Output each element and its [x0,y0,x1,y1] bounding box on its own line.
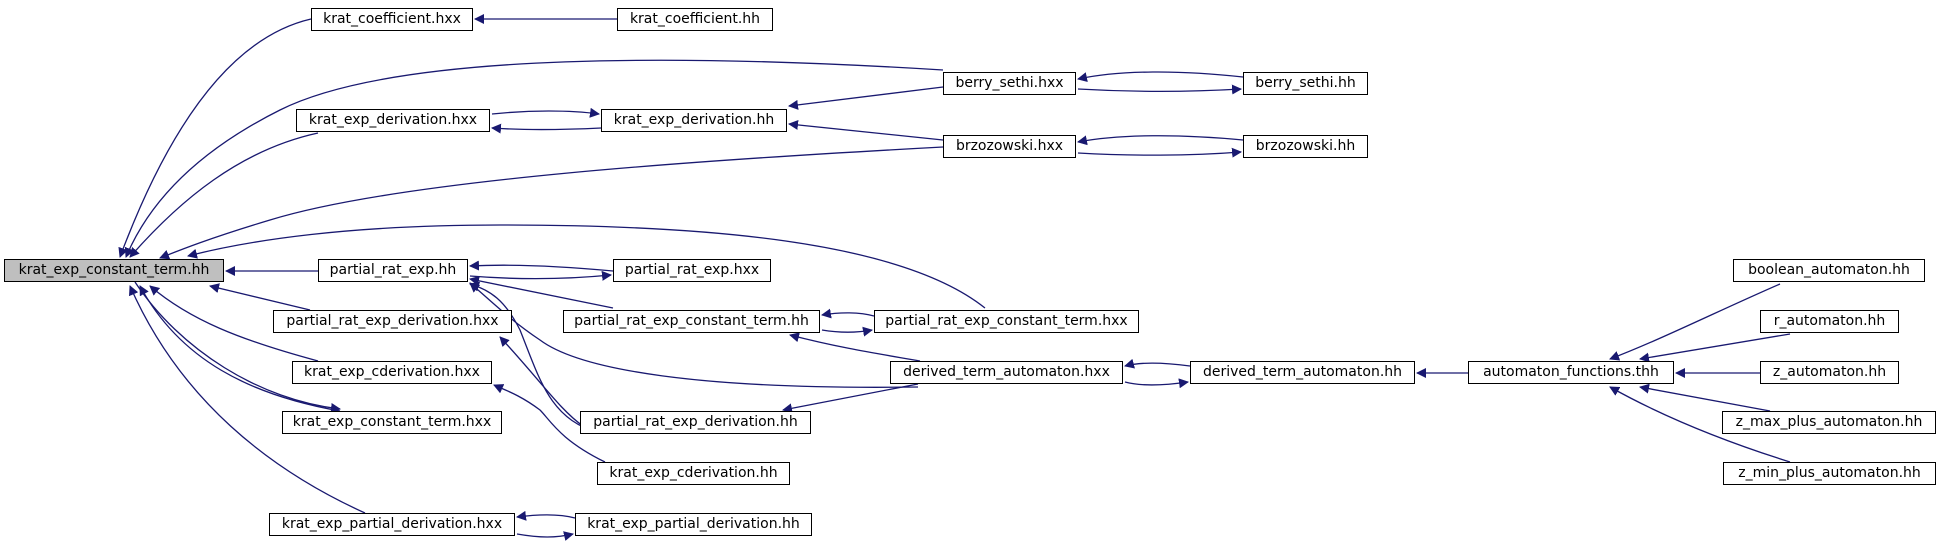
node-partial-rat-exp-constant-term-hh[interactable]: partial_rat_exp_constant_term.hh [563,310,820,333]
edge-bs-hxx-to-bs-hh [1077,84,1242,95]
node-r-automaton-hh[interactable]: r_automaton.hh [1760,310,1899,333]
edge-dta-hh-to-dta-hxx [1124,358,1191,369]
edge-prect-hh-to-prect-hxx [821,326,873,337]
edge-brz-hxx-to-brz-hh [1077,147,1242,158]
edge-ked-hh-to-ked-hxx [491,123,602,134]
edge-bs-hxx-to-root [124,59,944,258]
node-berry-sethi-hh[interactable]: berry_sethi.hh [1243,72,1368,95]
edge-kepd-hh-to-kepd-hxx [516,510,576,521]
edge-prect-hxx-to-prect-hh [821,308,875,319]
edge-zmin-to-af-thh [1609,386,1791,463]
edge-kecd-hxx-to-root [149,285,319,362]
node-brzozowski-hxx[interactable]: brzozowski.hxx [943,135,1076,158]
edge-brz-hh-to-brz-hxx [1077,135,1244,146]
node-z-automaton-hh[interactable]: z_automaton.hh [1760,361,1899,384]
node-brzozowski-hh[interactable]: brzozowski.hh [1243,135,1368,158]
node-partial-rat-exp-derivation-hh[interactable]: partial_rat_exp_derivation.hh [580,411,811,434]
node-partial-rat-exp-hh[interactable]: partial_rat_exp.hh [318,259,468,282]
node-krat-exp-constant-term-hxx[interactable]: krat_exp_constant_term.hxx [282,411,502,434]
edge-prect-hxx-to-root [187,224,986,309]
edge-dta-hxx-to-prect-hh [789,332,921,362]
edge-dta-hxx-to-dta-hh [1124,378,1189,389]
edge-brz-hxx-to-root [159,146,944,260]
node-krat-exp-cderivation-hxx[interactable]: krat_exp_cderivation.hxx [292,361,492,384]
node-krat-exp-partial-derivation-hh[interactable]: krat_exp_partial_derivation.hh [575,513,812,536]
node-partial-rat-exp-constant-term-hxx[interactable]: partial_rat_exp_constant_term.hxx [874,310,1139,333]
edge-pred-hxx-to-root [209,283,311,311]
edge-brz-hxx-to-ked-hh [788,119,944,141]
dependency-edges [118,14,1791,541]
edge-r-to-af-thh [1639,333,1791,363]
edge-pre-hxx-to-pre-hh [469,260,614,272]
node-partial-rat-exp-hxx[interactable]: partial_rat_exp.hxx [613,259,771,282]
node-krat-coefficient-hh[interactable]: krat_coefficient.hh [617,8,773,31]
edge-pre-hh-to-pre-hxx [469,270,612,281]
node-boolean-automaton-hh[interactable]: boolean_automaton.hh [1733,259,1925,282]
node-automaton-functions-thh[interactable]: automaton_functions.thh [1468,361,1674,384]
node-krat-exp-constant-term-hh: krat_exp_constant_term.hh [4,259,224,282]
edge-dta-hxx-to-pre-hh [469,282,919,388]
edge-bool-to-af-thh [1609,283,1781,361]
edge-kect-hxx-to-root [139,285,341,412]
edge-kepd-hxx-to-kepd-hh [516,531,574,541]
edge-pred-hh-to-pred-hxx [499,336,584,427]
node-krat-exp-partial-derivation-hxx[interactable]: krat_exp_partial_derivation.hxx [269,513,515,536]
node-krat-coefficient-hxx[interactable]: krat_coefficient.hxx [311,8,473,31]
edge-ked-hxx-to-root [129,132,319,258]
edge-ked-hxx-to-ked-hh [491,107,600,118]
edge-root-to-kect-hxx [134,281,341,413]
node-z-max-plus-automaton-hh[interactable]: z_max_plus_automaton.hh [1722,411,1936,434]
edge-kecd-hh-to-kecd-hxx [493,384,606,463]
node-krat-exp-derivation-hxx[interactable]: krat_exp_derivation.hxx [296,109,490,132]
node-derived-term-automaton-hxx[interactable]: derived_term_automaton.hxx [890,361,1123,384]
node-krat-exp-derivation-hh[interactable]: krat_exp_derivation.hh [601,109,787,132]
edge-dta-hxx-to-pred-hh [782,383,919,414]
edge-kc-hxx-to-root [118,18,312,258]
edge-bs-hh-to-bs-hxx [1077,71,1244,83]
node-z-min-plus-automaton-hh[interactable]: z_min_plus_automaton.hh [1723,462,1936,485]
edge-pred-hh-to-pre-hh [469,281,601,434]
edge-prect-hh-to-pre-hh [469,275,614,309]
edge-kepd-hxx-to-root [129,285,366,514]
node-partial-rat-exp-derivation-hxx[interactable]: partial_rat_exp_derivation.hxx [273,310,512,333]
node-derived-term-automaton-hh[interactable]: derived_term_automaton.hh [1190,361,1415,384]
edge-bs-hxx-to-ked-hh [788,86,944,110]
edge-zmax-to-af-thh [1639,383,1771,412]
node-berry-sethi-hxx[interactable]: berry_sethi.hxx [943,72,1076,95]
node-krat-exp-cderivation-hh[interactable]: krat_exp_cderivation.hh [597,462,790,485]
